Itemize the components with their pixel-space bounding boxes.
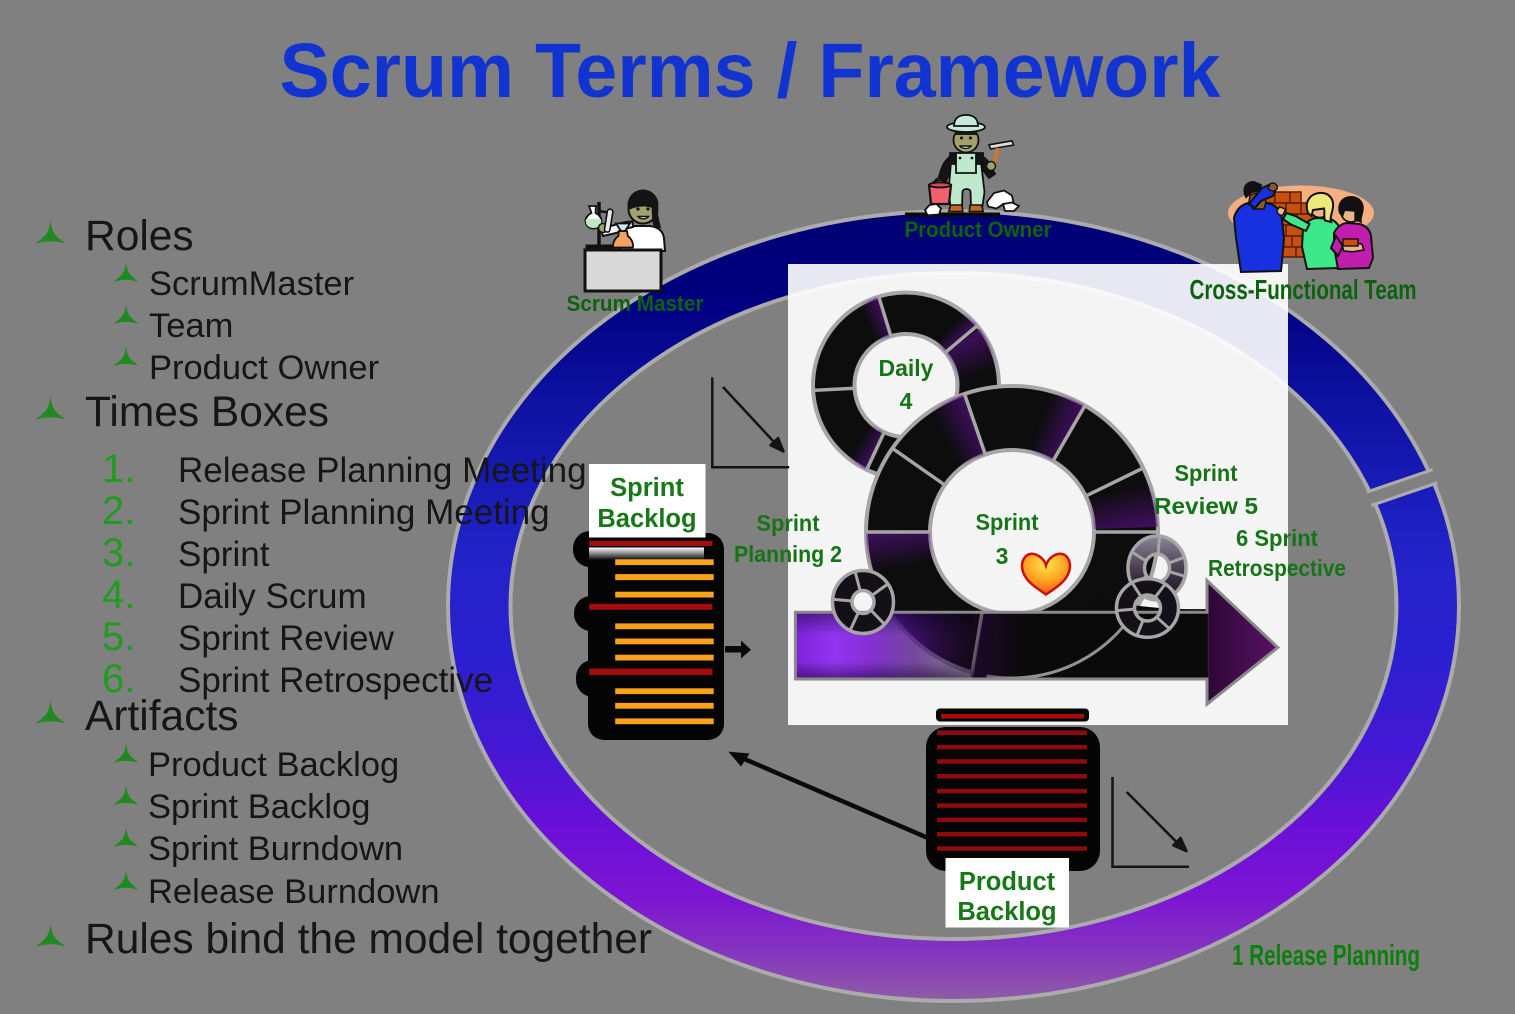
svg-text:Sprint: Sprint bbox=[976, 509, 1039, 535]
svg-text:Daily Scrum: Daily Scrum bbox=[178, 577, 367, 616]
svg-text:Sprint: Sprint bbox=[1175, 460, 1238, 486]
svg-text:Artifacts: Artifacts bbox=[85, 693, 239, 740]
svg-text:Roles: Roles bbox=[85, 213, 194, 260]
svg-text:3.: 3. bbox=[102, 531, 135, 575]
svg-text:Scrum Master: Scrum Master bbox=[567, 291, 704, 316]
svg-text:Review 5: Review 5 bbox=[1154, 493, 1258, 519]
svg-text:Release Burndown: Release Burndown bbox=[148, 873, 440, 911]
svg-text:Retrospective: Retrospective bbox=[1208, 555, 1346, 581]
svg-text:Release Planning Meeting: Release Planning Meeting bbox=[178, 451, 587, 490]
svg-text:Cross-Functional Team: Cross-Functional Team bbox=[1190, 274, 1417, 305]
svg-text:Product: Product bbox=[959, 868, 1056, 896]
svg-text:Product Backlog: Product Backlog bbox=[148, 746, 399, 784]
svg-text:6 Sprint: 6 Sprint bbox=[1236, 525, 1318, 551]
svg-text:5.: 5. bbox=[102, 615, 135, 659]
svg-text:Sprint Backlog: Sprint Backlog bbox=[148, 788, 370, 826]
svg-text:4: 4 bbox=[900, 388, 913, 414]
svg-text:1.: 1. bbox=[102, 447, 135, 491]
svg-text:4.: 4. bbox=[102, 573, 135, 617]
svg-text:Planning 2: Planning 2 bbox=[734, 541, 842, 567]
svg-text:Sprint Planning Meeting: Sprint Planning Meeting bbox=[178, 493, 550, 532]
svg-text:Sprint: Sprint bbox=[178, 535, 270, 574]
svg-text:ScrumMaster: ScrumMaster bbox=[149, 265, 354, 303]
svg-text:6.: 6. bbox=[102, 657, 135, 701]
svg-text:Backlog: Backlog bbox=[597, 505, 696, 533]
svg-text:Sprint Burndown: Sprint Burndown bbox=[148, 830, 403, 868]
svg-text:Sprint Retrospective: Sprint Retrospective bbox=[178, 661, 493, 700]
svg-text:Scrum Terms / Framework: Scrum Terms / Framework bbox=[280, 28, 1221, 114]
svg-text:Sprint: Sprint bbox=[610, 474, 684, 502]
svg-text:Backlog: Backlog bbox=[957, 898, 1056, 926]
svg-text:Product Owner: Product Owner bbox=[149, 349, 379, 387]
svg-text:3: 3 bbox=[996, 543, 1009, 569]
svg-text:Sprint: Sprint bbox=[757, 510, 820, 536]
svg-text:Rules bind the model together: Rules bind the model together bbox=[85, 916, 652, 963]
svg-text:Times Boxes: Times Boxes bbox=[85, 389, 329, 436]
svg-text:1 Release Planning: 1 Release Planning bbox=[1232, 940, 1420, 972]
svg-text:2.: 2. bbox=[102, 489, 135, 533]
svg-text:Product Owner: Product Owner bbox=[905, 217, 1052, 242]
svg-text:Daily: Daily bbox=[879, 355, 934, 381]
svg-text:Team: Team bbox=[149, 307, 233, 345]
svg-text:Sprint Review: Sprint Review bbox=[178, 619, 395, 658]
